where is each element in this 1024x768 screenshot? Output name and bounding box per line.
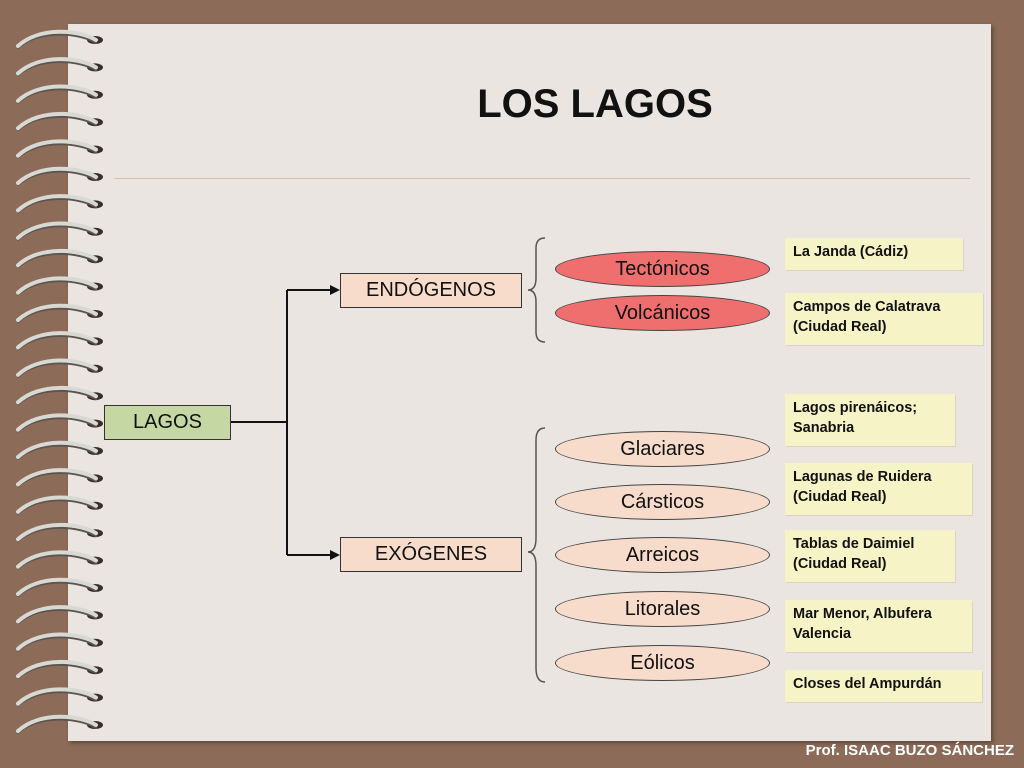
example-box: Closes del Ampurdán (785, 670, 982, 702)
type-eolicos: Eólicos (555, 645, 770, 681)
spiral-ring (16, 29, 103, 49)
spiral-ring (16, 659, 103, 680)
spiral-ring (16, 84, 103, 104)
spiral-ring (16, 331, 103, 351)
example-line: Closes del Ampurdán (793, 676, 942, 692)
example-box: La Janda (Cádiz) (785, 238, 963, 270)
example-box: Tablas de Daimiel (Ciudad Real) (785, 530, 955, 582)
spiral-ring (16, 577, 103, 597)
endogenos-arrowhead (330, 285, 340, 295)
category-exogenos: EXÓGENES (340, 537, 522, 572)
spiral-ring (16, 248, 103, 269)
example-box: Campos de Calatrava (Ciudad Real) (785, 293, 983, 345)
spiral-ring (16, 111, 103, 132)
example-line: Lagunas de Ruidera (793, 469, 932, 485)
spiral-ring (16, 221, 103, 241)
spiral-ring (16, 166, 103, 186)
example-line: (Ciudad Real) (793, 556, 887, 572)
type-arreicos: Arreicos (555, 537, 770, 573)
spiral-ring (16, 194, 103, 214)
exogenos-arrowhead (330, 550, 340, 560)
example-line: (Ciudad Real) (793, 489, 887, 505)
spiral-ring (16, 385, 103, 406)
spiral-ring (16, 413, 103, 433)
example-line: (Ciudad Real) (793, 319, 887, 335)
spiral-ring (16, 687, 103, 707)
example-box: Lagunas de Ruidera (Ciudad Real) (785, 463, 972, 515)
type-glaciares: Glaciares (555, 431, 770, 467)
spiral-ring (16, 605, 103, 625)
example-line: Mar Menor, Albufera (793, 606, 932, 622)
spiral-ring (16, 440, 103, 460)
spiral-ring (16, 276, 103, 296)
category-endogenos: ENDÓGENOS (340, 273, 522, 308)
endogenos-brace (527, 237, 546, 343)
notebook-spiral-binding (16, 29, 103, 734)
spiral-ring (16, 714, 103, 734)
type-tectonicos: Tectónicos (555, 251, 770, 287)
example-line: Tablas de Daimiel (793, 536, 915, 552)
example-box: Lagos pirenáicos; Sanabria (785, 394, 955, 446)
type-litorales: Litorales (555, 591, 770, 627)
spiral-ring (16, 522, 103, 543)
example-line: La Janda (Cádiz) (793, 244, 909, 260)
spiral-ring (16, 495, 103, 515)
example-box: Mar Menor, Albufera Valencia (785, 600, 972, 652)
spiral-ring (16, 57, 103, 77)
example-line: Lagos pirenáicos; (793, 400, 918, 416)
example-line: Valencia (793, 626, 852, 642)
root-node-lagos: LAGOS (104, 405, 231, 440)
spiral-ring (16, 550, 103, 570)
spiral-ring (16, 139, 103, 159)
example-line: Sanabria (793, 420, 855, 436)
spiral-ring (16, 303, 103, 323)
type-volcanicos: Volcánicos (555, 295, 770, 331)
author-credit: Prof. ISAAC BUZO SÁNCHEZ (805, 742, 1014, 759)
page-title: LOS LAGOS (477, 82, 713, 126)
title-divider (115, 178, 970, 179)
spiral-ring (16, 468, 103, 488)
type-carsticos: Cársticos (555, 484, 770, 520)
example-line: Campos de Calatrava (793, 299, 941, 315)
exogenos-brace (527, 427, 546, 683)
spiral-ring (16, 632, 103, 652)
spiral-ring (16, 358, 103, 378)
